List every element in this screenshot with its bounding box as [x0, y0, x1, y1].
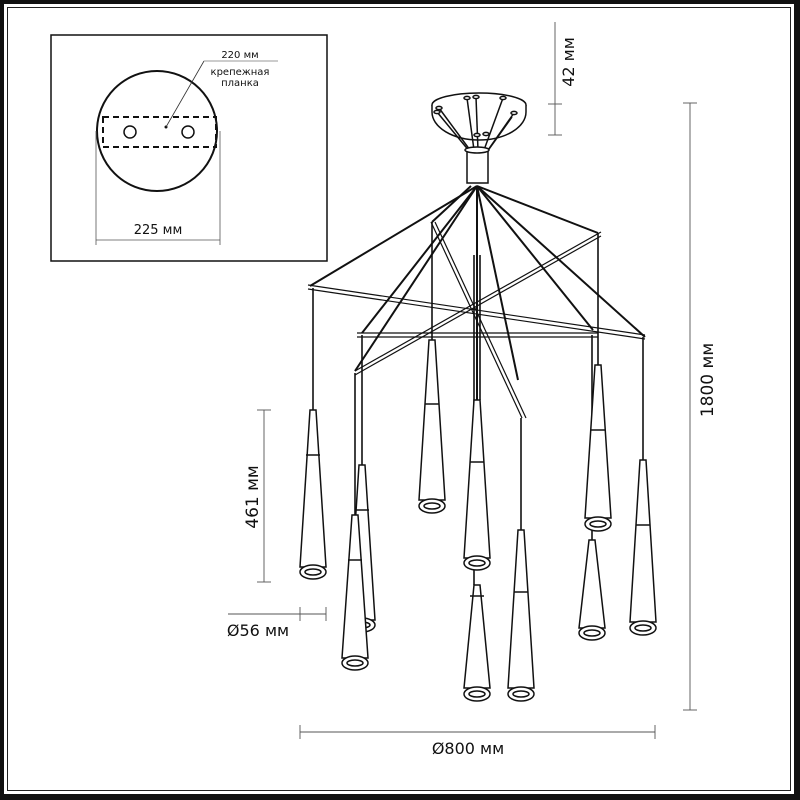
pendant-1: [299, 409, 327, 580]
canopy-plan-circle: [96, 70, 218, 192]
screw-hole-right: [181, 125, 195, 139]
dimension-lines: [228, 22, 697, 739]
pendant-6: [463, 584, 491, 702]
canopy: [431, 92, 527, 184]
plate-size-label: 220 мм: [221, 50, 258, 61]
screw-hole-left: [123, 125, 137, 139]
overall-diameter-label: Ø800 мм: [432, 739, 504, 758]
frame-arms: [307, 185, 646, 585]
pendant-9: [578, 539, 606, 641]
pendant-5: [463, 399, 491, 571]
pendant-length-label: 461 мм: [243, 465, 263, 529]
pendant-shades: [299, 339, 657, 702]
pendant-3: [341, 514, 369, 671]
canopy-height-label: 42 мм: [559, 37, 578, 87]
mounting-plate: [102, 116, 217, 148]
pendant-4: [418, 339, 446, 514]
total-height-label: 1800 мм: [698, 343, 718, 417]
canopy-width-label: 225 мм: [134, 223, 183, 238]
page-frame-inner: [7, 7, 791, 791]
pendant-diameter-label: Ø56 мм: [227, 621, 289, 640]
pendant-8: [584, 364, 612, 532]
mounting-inset: 220 мм крепежная планка 225 мм: [50, 34, 328, 262]
pendant-7: [507, 529, 535, 702]
plate-caption-2: планка: [221, 78, 259, 89]
leader-line: [165, 60, 205, 128]
pendant-10: [629, 459, 657, 636]
plate-caption-1: крепежная: [211, 67, 270, 78]
